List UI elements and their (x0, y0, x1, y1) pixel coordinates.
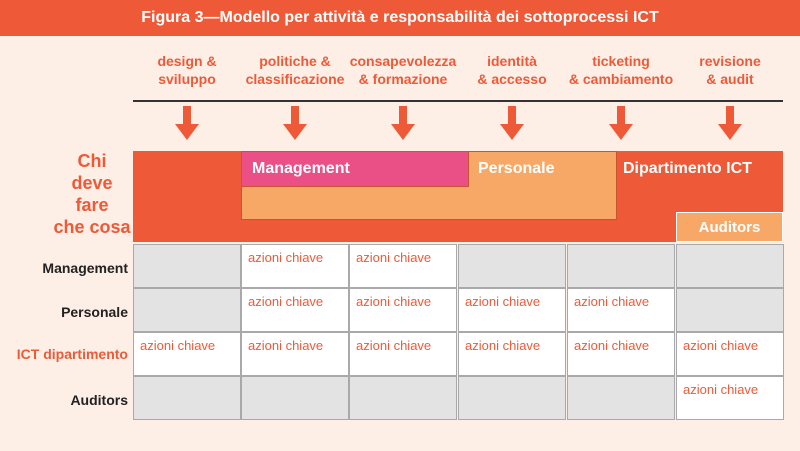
key-action-cell: azioni chiave (567, 288, 675, 332)
column-header: revisione & audit (699, 53, 761, 87)
down-arrow-icon (609, 106, 633, 140)
auditors-band: Auditors (676, 212, 783, 242)
header-divider-line (133, 100, 783, 102)
column-header: politiche & classificazione (245, 53, 345, 87)
key-action-cell: azioni chiave (241, 244, 349, 288)
who-does-what-label: Chi deve fare che cosa (53, 151, 131, 237)
empty-cell (241, 376, 349, 420)
key-action-cell: azioni chiave (241, 288, 349, 332)
key-action-cell: azioni chiave (349, 244, 457, 288)
row-label: Auditors (70, 392, 128, 408)
row-label: Management (42, 260, 128, 276)
key-action-cell: azioni chiave (676, 376, 784, 420)
row-label: Personale (61, 304, 128, 320)
key-action-cell: azioni chiave (349, 288, 457, 332)
down-arrow-icon (283, 106, 307, 140)
key-action-cell: azioni chiave (133, 332, 241, 376)
ict-band-label: Dipartimento ICT (623, 160, 752, 177)
personale-band-label: Personale (478, 160, 555, 177)
empty-cell (349, 376, 457, 420)
column-header: ticketing & cambiamento (568, 53, 674, 87)
key-action-cell: azioni chiave (349, 332, 457, 376)
key-action-cell: azioni chiave (567, 332, 675, 376)
empty-cell (458, 244, 566, 288)
column-header: consapevolezza & formazione (349, 53, 457, 87)
empty-cell (458, 376, 566, 420)
empty-cell (133, 288, 241, 332)
key-action-cell: azioni chiave (241, 332, 349, 376)
down-arrow-icon (500, 106, 524, 140)
figure-title: Figura 3—Modello per attività e responsa… (0, 0, 800, 36)
column-header: identità & accesso (477, 53, 547, 87)
down-arrow-icon (718, 106, 742, 140)
empty-cell (676, 244, 784, 288)
row-label: ICT dipartimento (16, 346, 128, 362)
management-band: Management (241, 151, 469, 187)
down-arrow-icon (391, 106, 415, 140)
empty-cell (133, 376, 241, 420)
key-action-cell: azioni chiave (458, 332, 566, 376)
key-action-cell: azioni chiave (676, 332, 784, 376)
empty-cell (567, 244, 675, 288)
down-arrow-icon (175, 106, 199, 140)
key-action-cell: azioni chiave (458, 288, 566, 332)
empty-cell (133, 244, 241, 288)
empty-cell (676, 288, 784, 332)
empty-cell (567, 376, 675, 420)
column-header: design & sviluppo (157, 53, 217, 87)
